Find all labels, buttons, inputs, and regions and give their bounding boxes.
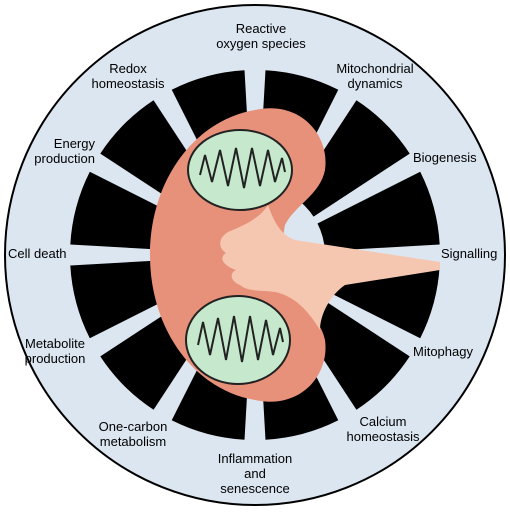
mitochondrion-icon: [187, 129, 293, 211]
mitochondrion-cristae: [199, 147, 286, 189]
mitochondrion-cristae: [197, 315, 284, 363]
label-biogenesis: Biogenesis: [413, 150, 477, 165]
renal-pelvis: [220, 205, 440, 330]
label-energy-production: Energy production: [34, 136, 95, 166]
wedge-segment: [317, 171, 440, 252]
wedge-segment: [293, 293, 410, 410]
kidney-icon: [150, 108, 440, 402]
label-calcium-homeostasis: Calcium homeostasis: [346, 414, 420, 444]
label-cell-death: Cell death: [8, 246, 67, 261]
label-reactive-oxygen-species: Reactive oxygen species: [216, 21, 306, 51]
label-metabolite-production: Metabolite production: [24, 336, 86, 366]
label-redox-homeostasis: Redox homeostasis: [91, 61, 165, 91]
label-signalling: Signalling: [441, 246, 498, 261]
label-inflammation-senescence: Inflammation and senescence: [217, 451, 293, 496]
mitochondrion-icon: [185, 295, 291, 385]
label-one-carbon-metabolism: One-carbon metabolism: [98, 419, 168, 449]
wedge-segment: [293, 100, 410, 217]
label-mitochondrial-dynamics: Mitochondrial dynamics: [336, 61, 414, 91]
label-mitophagy: Mitophagy: [413, 344, 473, 359]
